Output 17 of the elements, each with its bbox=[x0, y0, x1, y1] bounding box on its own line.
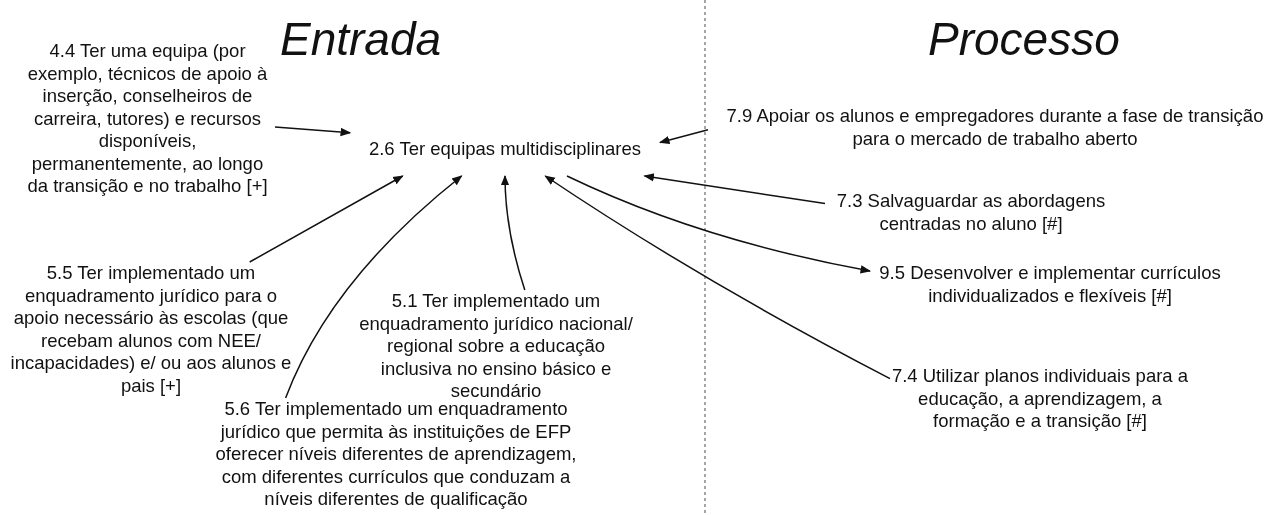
column-heading: Processo bbox=[928, 16, 1120, 62]
arrow bbox=[643, 173, 826, 205]
arrow bbox=[274, 126, 352, 137]
column-heading: Entrada bbox=[280, 16, 442, 62]
node-text: 4.4 Ter uma equipa (por exemplo, técnicos de apoio à inserção, conselheiros de carreira, tutores) e recursos disponíveis, permanentemente, ao longo da transição e no trabalho [+] bbox=[26, 40, 269, 198]
node-text: 2.6 Ter equipas multidisciplinares bbox=[367, 138, 643, 161]
node-text: 5.5 Ter implementado um enquadramento jurídico para o apoio necessário às escolas (que recebam alunos com NEE/ incapacidades) e/ ou aos alunos e pais [+] bbox=[10, 262, 292, 397]
arrow bbox=[544, 175, 891, 380]
node-text: 7.4 Utilizar planos individuais para a educação, a aprendizagem, a formação e a transição [#] bbox=[890, 365, 1190, 433]
arrow bbox=[284, 175, 463, 399]
node-text: 7.9 Apoiar os alunos e empregadores durante a fase de transição para o mercado de trabalho aberto bbox=[725, 105, 1265, 150]
arrow bbox=[566, 175, 872, 274]
arrow bbox=[500, 174, 526, 291]
node-text: 9.5 Desenvolver e implementar currículos individualizados e flexíveis [#] bbox=[878, 262, 1222, 307]
arrow bbox=[659, 129, 709, 145]
arrow bbox=[248, 175, 404, 263]
node-text: 7.3 Salvaguardar as abordagens centradas no aluno [#] bbox=[835, 190, 1107, 235]
